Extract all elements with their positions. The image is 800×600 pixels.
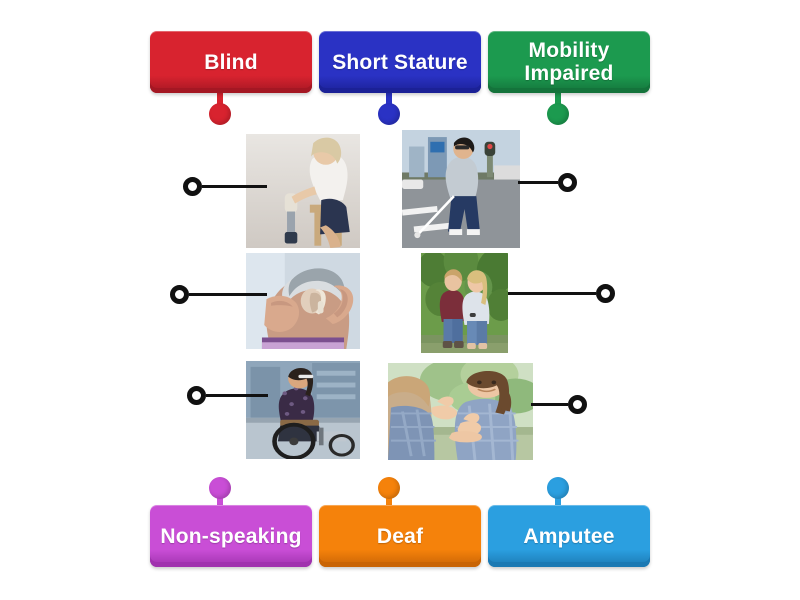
photo-white-cane	[402, 130, 520, 248]
photo-short-stature-couple	[421, 253, 508, 353]
photo-sign-language	[388, 363, 533, 460]
connector-right-2[interactable]	[508, 281, 615, 305]
label-chip-text: Blind	[204, 50, 258, 74]
pin-ball	[209, 477, 231, 499]
photo-hearing-aid	[246, 253, 360, 349]
label-chip-text: Deaf	[376, 524, 424, 548]
connector-leader-line	[202, 184, 267, 188]
connector-ring[interactable]	[558, 172, 577, 192]
pin-ball	[547, 477, 569, 499]
label-chip-mobility-impaired[interactable]: Mobility Impaired	[488, 31, 650, 93]
photo-wheelchair	[246, 361, 360, 459]
pin-blind	[209, 93, 231, 125]
connector-left-1[interactable]	[183, 174, 267, 198]
connector-ring[interactable]	[596, 283, 615, 303]
connector-ring[interactable]	[187, 385, 206, 405]
pin-mobility-impaired	[547, 93, 569, 125]
pin-ball	[547, 103, 569, 125]
label-chip-amputee[interactable]: Amputee	[488, 505, 650, 567]
connector-right-1[interactable]	[518, 170, 577, 194]
connector-ring[interactable]	[170, 284, 189, 304]
pin-amputee	[547, 477, 569, 505]
label-chip-non-speaking[interactable]: Non-speaking	[150, 505, 312, 567]
pin-stem	[386, 93, 392, 109]
label-chip-text: Short Stature	[332, 50, 468, 74]
pin-stem	[217, 93, 223, 109]
connector-left-2[interactable]	[170, 282, 267, 306]
pin-non-speaking	[209, 477, 231, 505]
pin-short-stature	[378, 93, 400, 125]
connector-right-3[interactable]	[531, 392, 587, 416]
connector-ring[interactable]	[183, 176, 202, 196]
pin-deaf	[378, 477, 400, 505]
label-chip-text: Mobility Impaired	[524, 39, 614, 85]
pin-ball	[378, 477, 400, 499]
label-chip-text: Non-speaking	[160, 524, 302, 548]
connector-leader-line	[518, 180, 558, 184]
photo-prosthetic-leg	[246, 134, 360, 248]
label-chip-text: Amputee	[523, 524, 615, 548]
connector-leader-line	[508, 291, 596, 295]
label-chip-blind[interactable]: Blind	[150, 31, 312, 93]
label-chip-deaf[interactable]: Deaf	[319, 505, 481, 567]
pin-stem	[555, 93, 561, 109]
connector-left-3[interactable]	[187, 383, 268, 407]
pin-ball	[378, 103, 400, 125]
label-chip-short-stature[interactable]: Short Stature	[319, 31, 481, 93]
connector-ring[interactable]	[568, 394, 587, 414]
connector-leader-line	[206, 393, 268, 397]
pin-ball	[209, 103, 231, 125]
connector-leader-line	[189, 292, 267, 296]
connector-leader-line	[531, 402, 568, 406]
